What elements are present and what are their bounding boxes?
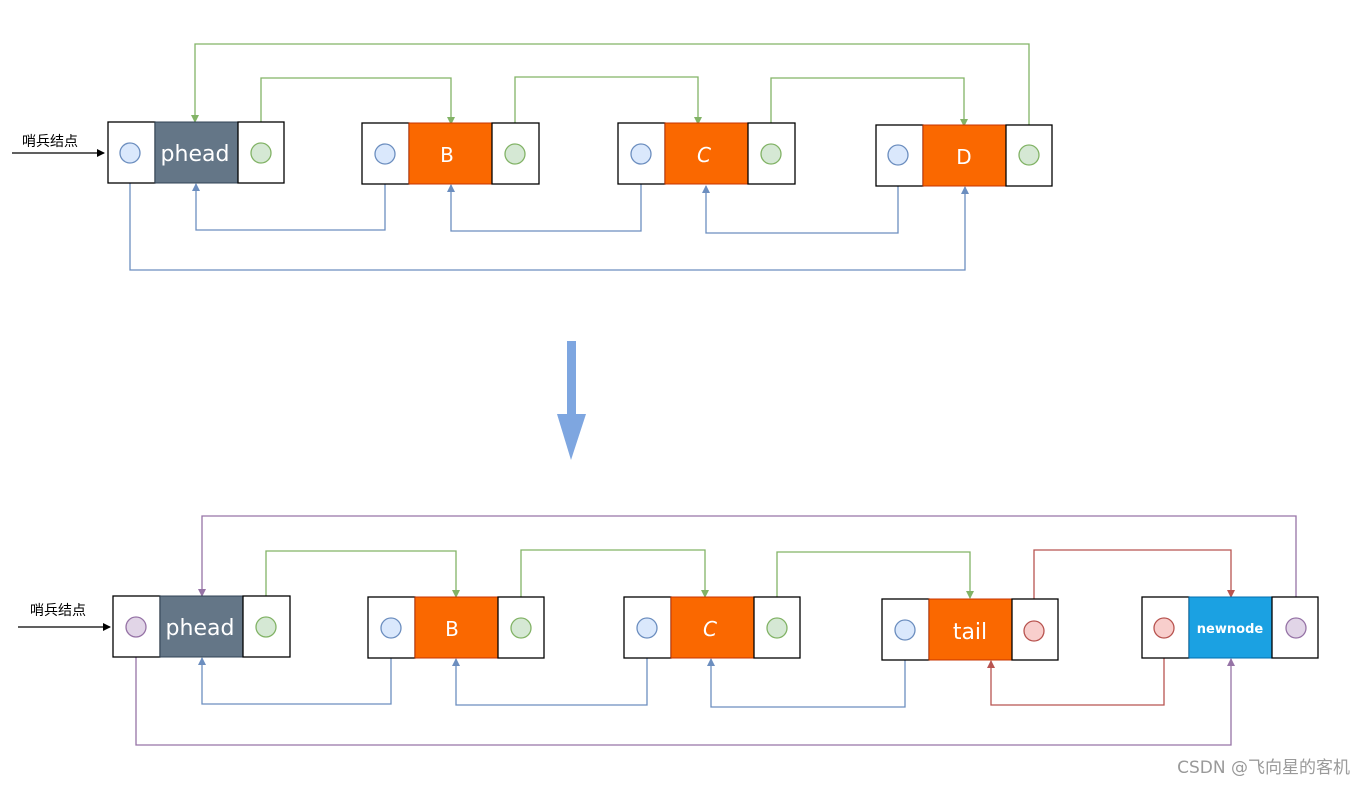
data-cell: [1188, 596, 1273, 659]
top-list: 哨兵结点 phead B C: [12, 43, 1053, 271]
node-label: C: [703, 617, 717, 641]
top-node-c: C: [617, 122, 796, 185]
bottom-node-phead: phead: [112, 595, 291, 658]
bottom-prev-link-b-phead: [198, 628, 392, 705]
next-pointer-dot: [255, 616, 277, 638]
bottom-node-newnode: newnode: [1141, 596, 1319, 659]
next-pointer-dot: [510, 617, 532, 639]
top-node-b: B: [361, 122, 540, 185]
bottom-node-tail: tail: [881, 598, 1059, 661]
next-pointer-dot: [760, 143, 782, 165]
top-prev-link-b-phead: [192, 154, 386, 231]
top-next-link-d-phead: [191, 43, 1030, 155]
bottom-next-link-c-tail: [776, 551, 974, 628]
node-label: phead: [166, 616, 235, 641]
top-next-link-phead-b: [260, 77, 455, 153]
bottom-next-link-b-c: [520, 549, 709, 628]
data-cell: [928, 598, 1013, 661]
bottom-prev-link-tail-c: [707, 630, 906, 708]
next-pointer-dot: [1023, 620, 1045, 642]
bottom-wrap-link-newnode-phead: [198, 515, 1297, 627]
prev-pointer-dot: [1153, 617, 1175, 639]
data-cell: [922, 124, 1007, 187]
bottom-connectors: [18, 515, 1297, 746]
data-cell: [154, 121, 239, 184]
next-pointer-dot: [250, 142, 272, 164]
prev-pointer-dot: [119, 142, 141, 164]
prev-pointer-dot: [636, 617, 658, 639]
top-prev-link-phead-d: [129, 153, 969, 271]
prev-pointer-dot: [380, 617, 402, 639]
top-next-link-b-c: [514, 76, 702, 154]
bottom-next-link-tail-newnode: [1033, 549, 1235, 631]
top-node-d: D: [875, 124, 1053, 187]
data-cell: [414, 596, 499, 659]
node-label: B: [440, 143, 454, 167]
watermark: CSDN @飞向星的客机: [1177, 758, 1350, 778]
bottom-wrap-link-phead-newnode: [135, 627, 1235, 746]
node-label: tail: [953, 620, 987, 645]
next-pointer-dot: [1018, 144, 1040, 166]
transition-down-arrow-icon: [557, 341, 586, 460]
next-pointer-dot: [504, 143, 526, 165]
next-cell: [237, 121, 285, 184]
node-label: phead: [161, 142, 230, 167]
bottom-sentinel-caption: 哨兵结点: [30, 603, 86, 619]
node-label: B: [445, 617, 459, 641]
data-cell: [408, 122, 493, 185]
top-sentinel-caption: 哨兵结点: [22, 134, 78, 150]
prev-pointer-dot: [630, 143, 652, 165]
top-node-phead: phead: [107, 121, 285, 184]
data-cell: [670, 596, 755, 659]
node-label: D: [956, 145, 971, 169]
node-label: C: [697, 143, 711, 167]
prev-pointer-dot: [374, 143, 396, 165]
data-cell: [664, 122, 749, 185]
bottom-node-c: C: [623, 596, 801, 659]
bottom-list: 哨兵结点 phead B C: [18, 515, 1319, 746]
prev-pointer-dot: [894, 619, 916, 641]
prev-pointer-dot: [125, 616, 147, 638]
next-pointer-dot: [1285, 617, 1307, 639]
bottom-prev-link-newnode-tail: [987, 628, 1165, 706]
top-prev-link-d-c: [702, 155, 899, 234]
bottom-next-link-phead-b: [265, 550, 460, 627]
data-cell: [159, 595, 244, 658]
top-next-link-c-d: [770, 77, 968, 154]
bottom-node-b: B: [367, 596, 545, 659]
prev-pointer-dot: [887, 144, 909, 166]
node-label: newnode: [1197, 622, 1264, 637]
next-pointer-dot: [766, 617, 788, 639]
bottom-prev-link-c-b: [452, 628, 648, 706]
top-prev-link-c-b: [447, 154, 642, 232]
top-connectors: [12, 43, 1030, 271]
